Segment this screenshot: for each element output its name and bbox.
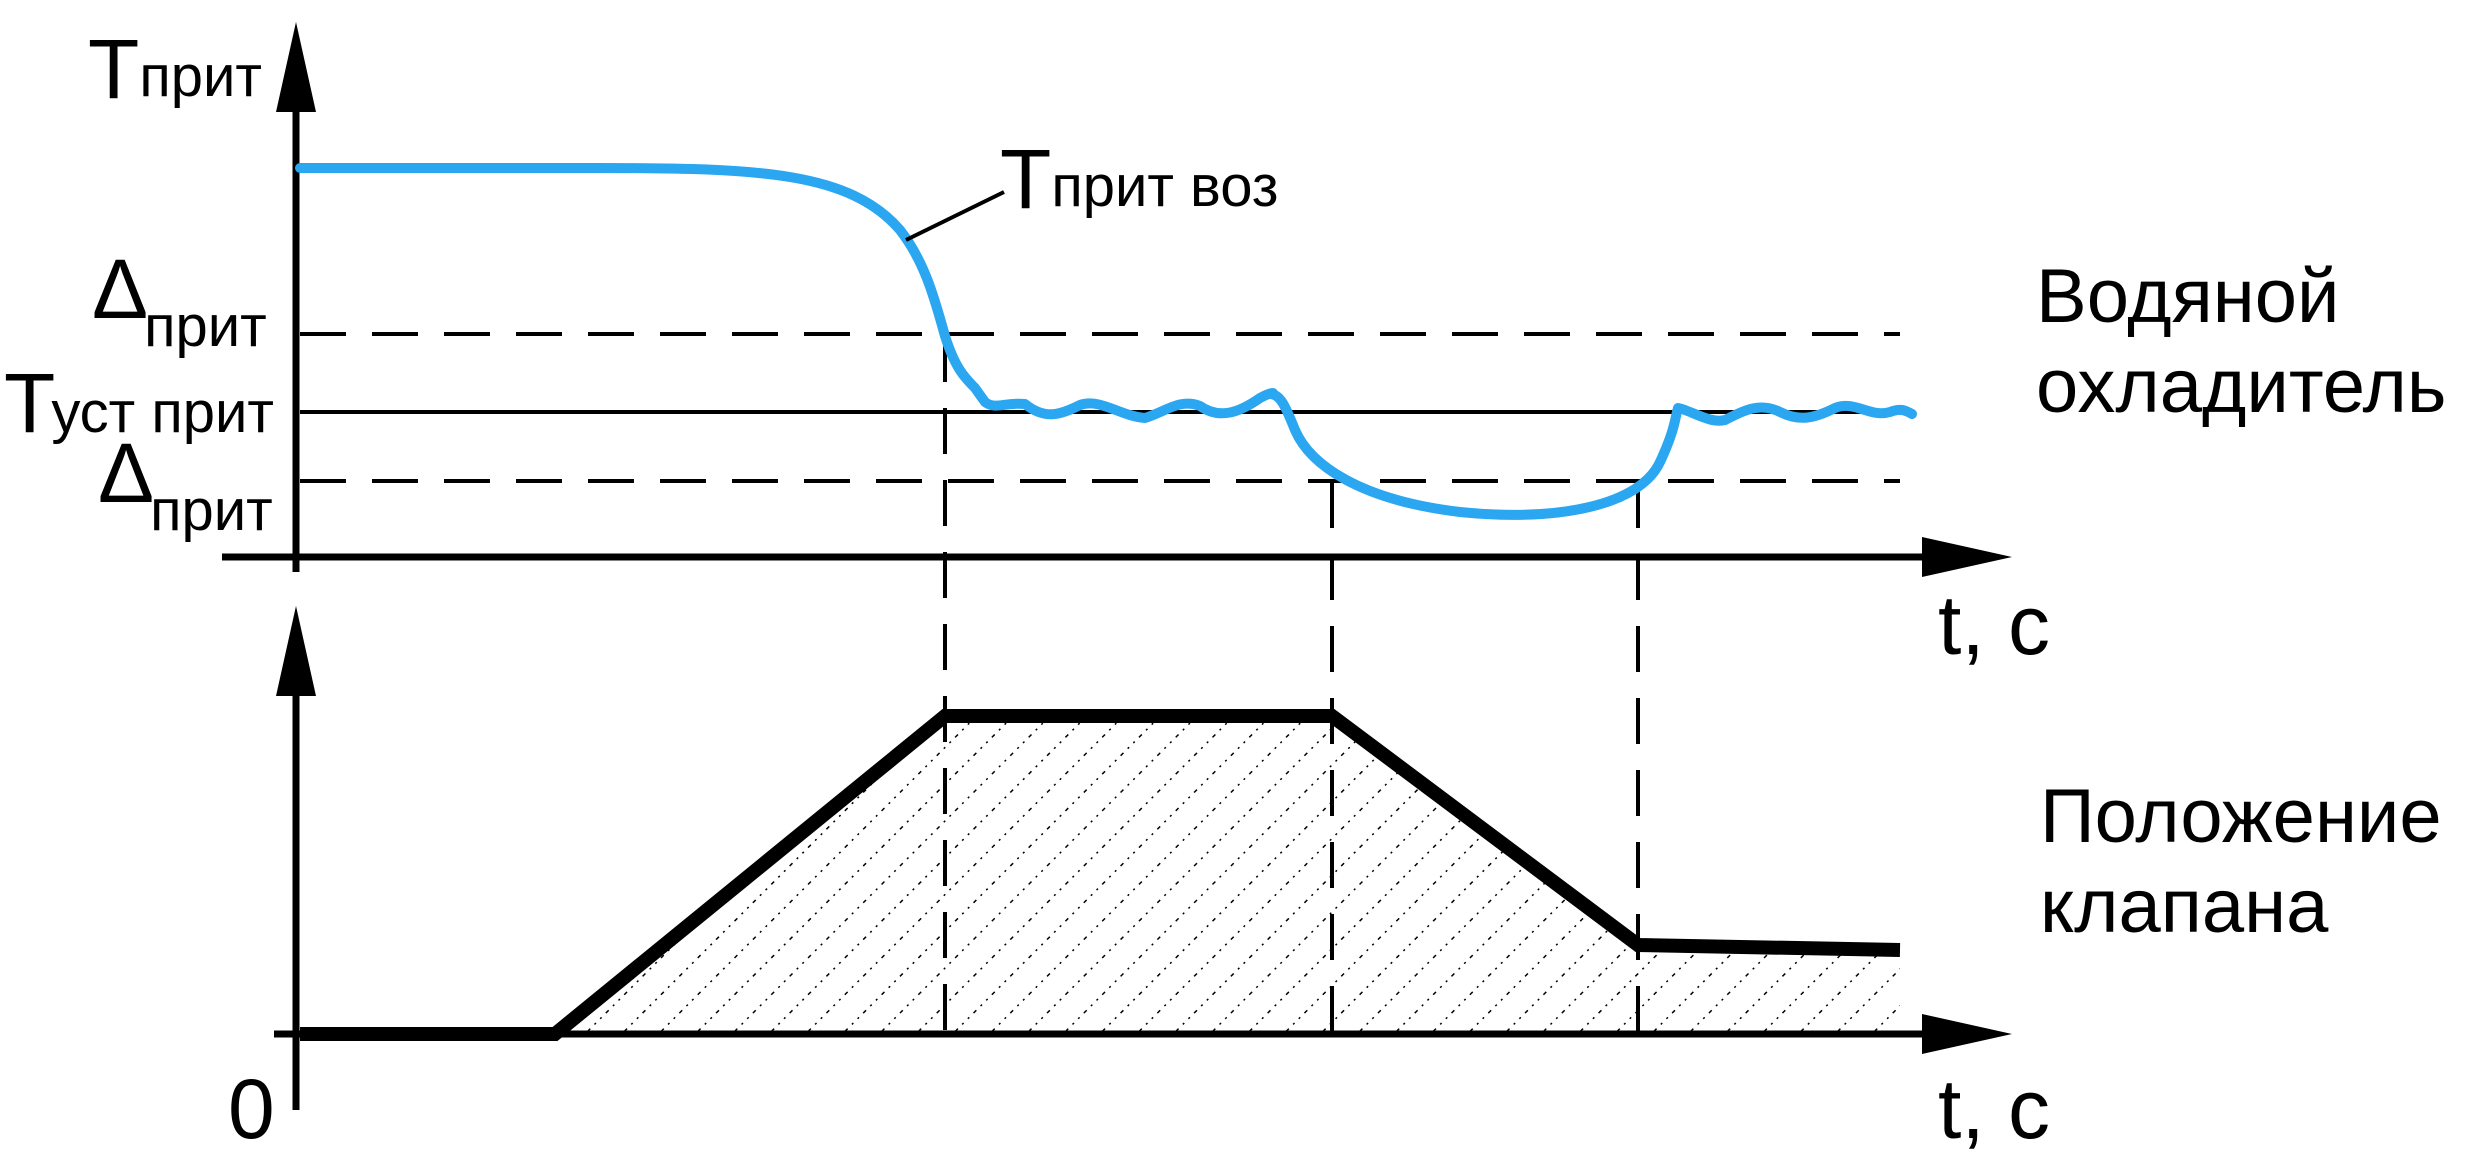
origin-label: 0 <box>228 1062 275 1156</box>
cooler-title-line-1: Водяной <box>2036 254 2339 339</box>
cooler-title-line-2: охладитель <box>2036 344 2446 429</box>
bottom-x-axis-label: t, c <box>1938 1062 2050 1156</box>
valve-title-line-2: клапана <box>2040 864 2329 949</box>
valve-title-line-1: Положение <box>2040 774 2442 859</box>
supply-air-temperature-curve <box>295 163 1917 520</box>
curve-label: Tприт воз <box>1000 132 1278 226</box>
valve-position-area <box>555 716 1900 1034</box>
top-y-axis-label: Tприт <box>88 22 262 116</box>
setpoint-label: Tуст прит <box>4 356 274 450</box>
valve-position-curve <box>300 709 1901 1041</box>
bottom-x-axis-arrow <box>1922 1014 2012 1054</box>
upper-band-label: Δприт <box>92 242 267 359</box>
bottom-y-axis-arrow <box>276 606 316 696</box>
lower-band-label: Δприт <box>98 426 273 543</box>
top-x-axis-arrow <box>1922 537 2012 577</box>
top-y-axis-arrow <box>276 22 316 112</box>
top-x-axis-label: t, c <box>1938 578 2050 672</box>
curve-label-pointer <box>905 190 1005 242</box>
